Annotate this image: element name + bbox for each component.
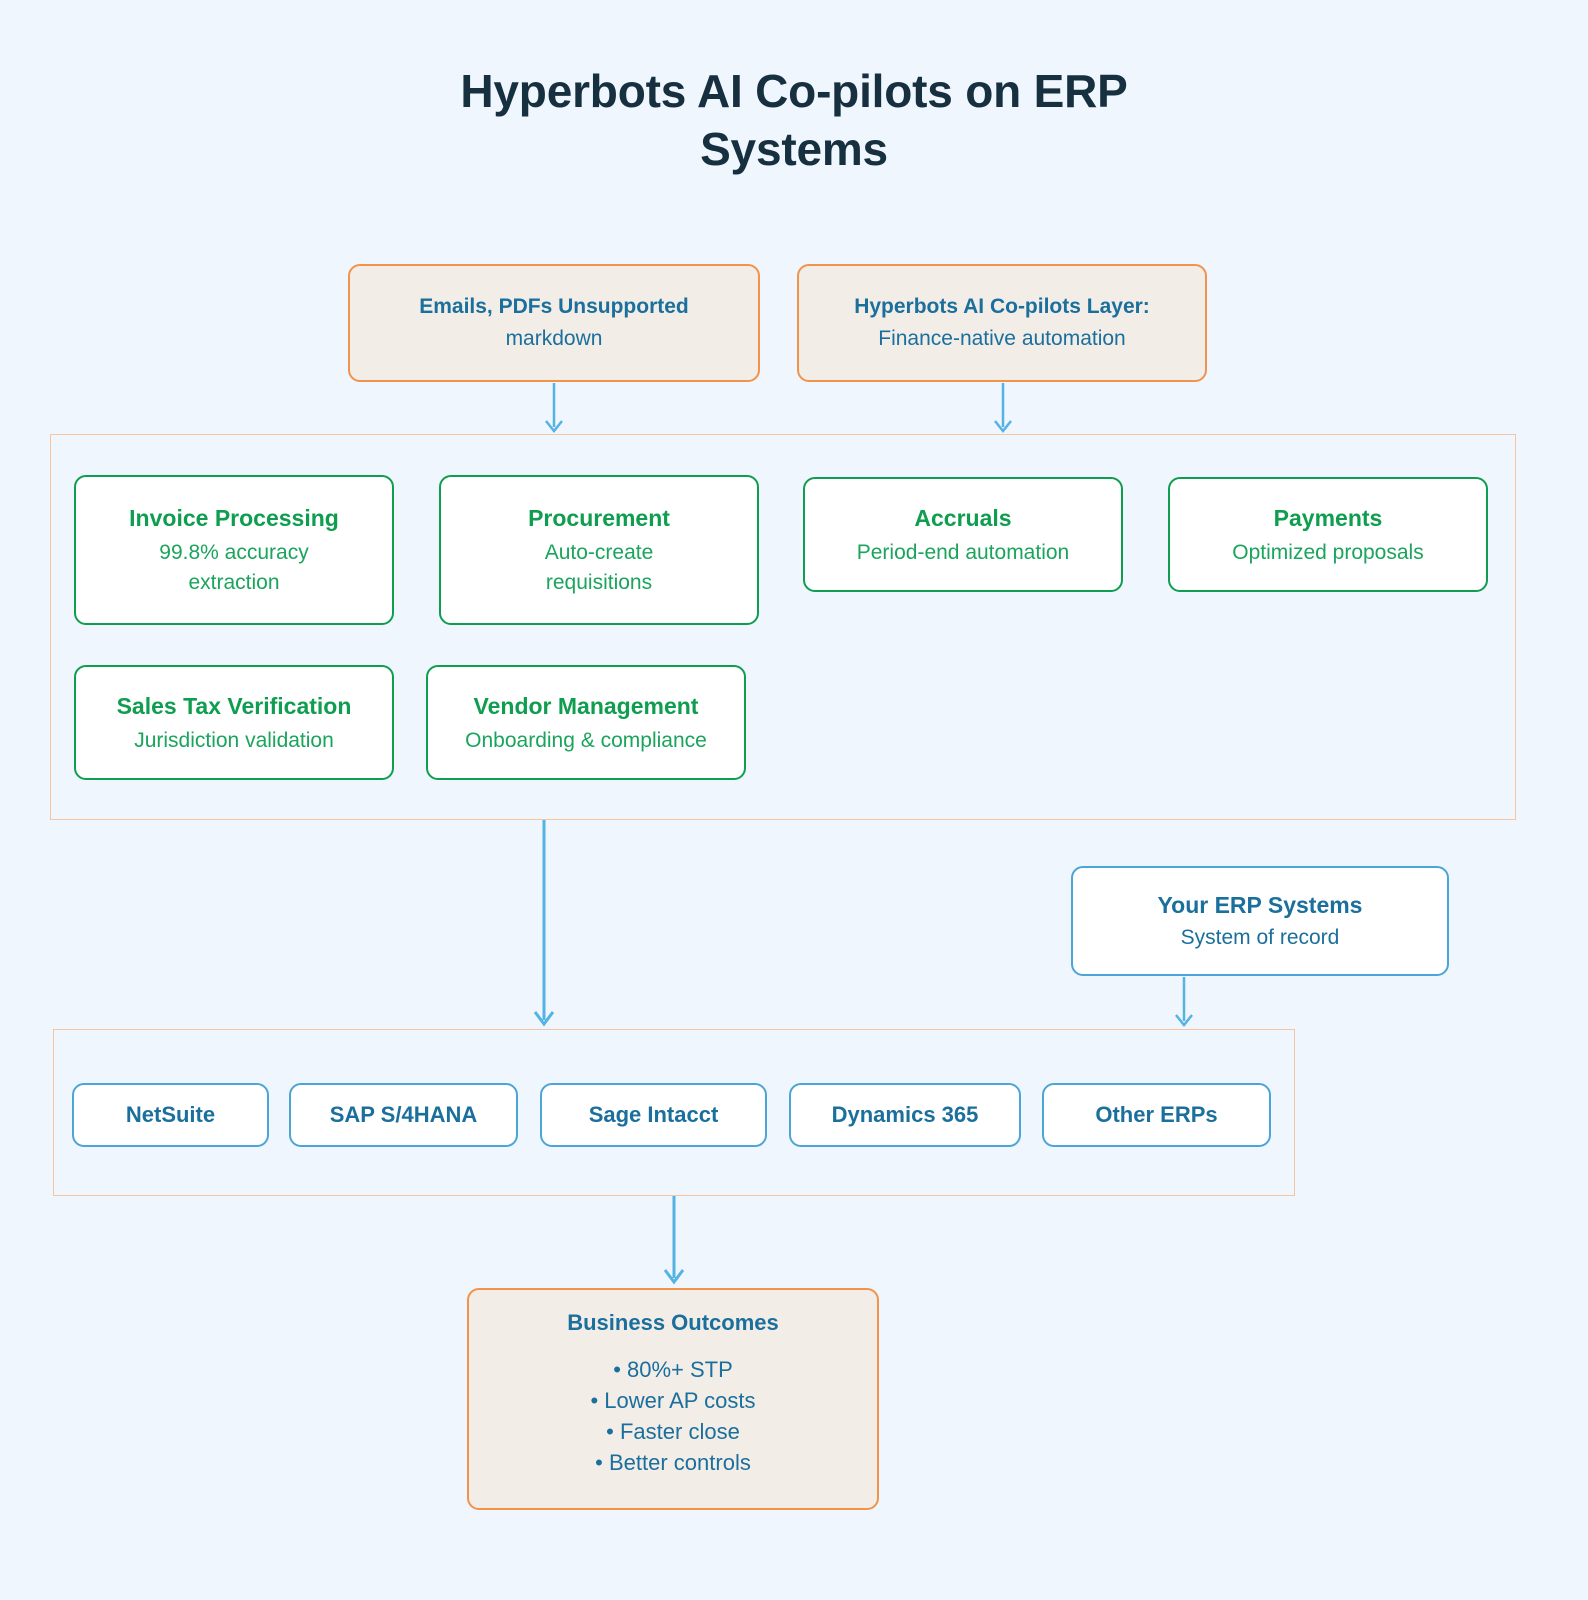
erp-systems-card-title: Your ERP Systems (1157, 892, 1363, 918)
capability-card-accruals: Accruals Period-end automation (803, 477, 1123, 592)
capability-subtitle: Optimized proposals (1232, 540, 1424, 564)
source-box-emails-pdfs: Emails, PDFs Unsupported markdown (348, 264, 760, 382)
erp-chip-sap-s4hana[interactable]: SAP S/4HANA (289, 1083, 518, 1147)
erp-chip-label: Sage Intacct (588, 1102, 719, 1127)
source-box-emails-pdfs-title: Emails, PDFs Unsupported (419, 294, 689, 318)
arrow-copilots-to-capabilities (987, 383, 1019, 435)
erp-systems-card-subtitle: System of record (1180, 926, 1340, 949)
business-outcome-item: • Lower AP costs (590, 1388, 756, 1413)
capability-title: Accruals (914, 504, 1012, 531)
capability-card-invoice-processing: Invoice Processing 99.8% accuracy extrac… (74, 475, 394, 625)
capability-title: Invoice Processing (129, 505, 339, 531)
business-outcomes-list: • 80%+ STP • Lower AP costs • Faster clo… (489, 1354, 857, 1478)
capability-subtitle: Auto-create requisitions (544, 541, 654, 594)
capabilities-panel (50, 434, 1516, 820)
arrow-emails-to-capabilities (538, 383, 570, 435)
capability-card-payments: Payments Optimized proposals (1168, 477, 1488, 592)
arrow-capabilities-to-erps (528, 820, 560, 1028)
erp-chip-label: SAP S/4HANA (329, 1102, 478, 1127)
erp-chip-other-erps[interactable]: Other ERPs (1042, 1083, 1271, 1147)
erp-chip-label: Other ERPs (1095, 1102, 1218, 1127)
business-outcome-item: • 80%+ STP (613, 1357, 733, 1382)
arrow-erps-to-outcomes (658, 1196, 690, 1286)
erp-chip-dynamics-365[interactable]: Dynamics 365 (789, 1083, 1021, 1147)
capability-subtitle: Jurisdiction validation (134, 728, 334, 752)
erp-systems-card: Your ERP Systems System of record (1071, 866, 1449, 976)
business-outcome-item: • Better controls (595, 1450, 751, 1475)
capability-subtitle: 99.8% accuracy extraction (159, 541, 309, 594)
capability-subtitle: Onboarding & compliance (465, 728, 707, 752)
business-outcome-item: • Faster close (606, 1419, 740, 1444)
business-outcomes-title: Business Outcomes (567, 1310, 779, 1335)
source-box-emails-pdfs-subtitle: markdown (505, 326, 603, 350)
erp-chip-label: Dynamics 365 (831, 1102, 979, 1127)
erp-chip-netsuite[interactable]: NetSuite (72, 1083, 269, 1147)
capability-title: Procurement (528, 505, 670, 531)
erp-chips-panel (53, 1029, 1295, 1196)
arrow-erp-card-to-erps (1168, 977, 1200, 1029)
erp-chip-sage-intacct[interactable]: Sage Intacct (540, 1083, 767, 1147)
capability-title: Sales Tax Verification (116, 692, 352, 719)
business-outcomes-box: Business Outcomes • 80%+ STP • Lower AP … (467, 1288, 879, 1510)
capability-title: Payments (1273, 504, 1383, 531)
erp-chip-label: NetSuite (125, 1102, 216, 1127)
capability-title: Vendor Management (473, 692, 699, 719)
page-title: Hyperbots AI Co-pilots on ERP Systems (460, 65, 1128, 175)
capability-card-vendor-management: Vendor Management Onboarding & complianc… (426, 665, 746, 780)
capability-subtitle: Period-end automation (856, 540, 1070, 564)
source-box-copilots-layer-subtitle: Finance-native automation (878, 326, 1126, 350)
source-box-copilots-layer-title: Hyperbots AI Co-pilots Layer: (854, 294, 1150, 318)
capability-card-sales-tax-verification: Sales Tax Verification Jurisdiction vali… (74, 665, 394, 780)
capability-card-procurement: Procurement Auto-create requisitions (439, 475, 759, 625)
source-box-copilots-layer: Hyperbots AI Co-pilots Layer: Finance-na… (797, 264, 1207, 382)
